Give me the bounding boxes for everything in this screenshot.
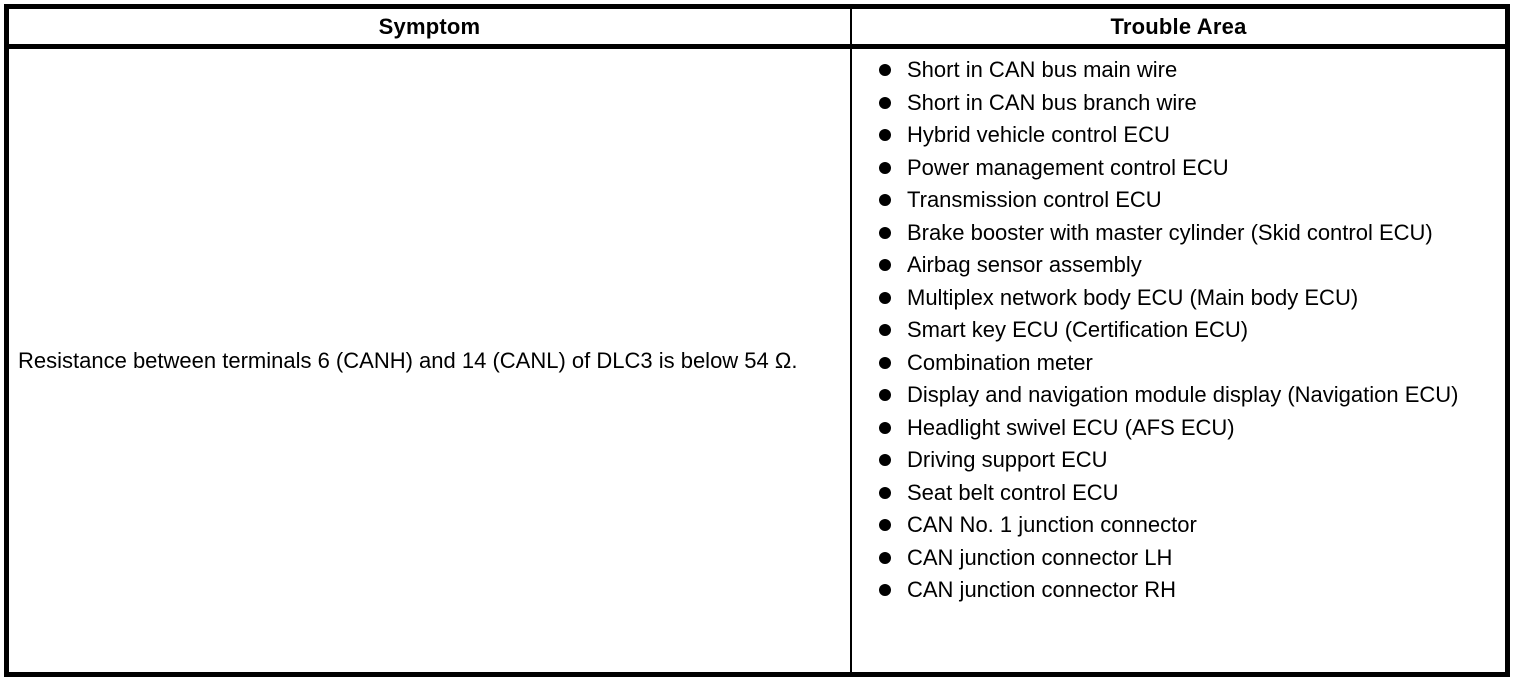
trouble-area-label: Hybrid vehicle control ECU (907, 122, 1170, 147)
symptom-text: Resistance between terminals 6 (CANH) an… (18, 348, 798, 373)
trouble-area-item: Seat belt control ECU (879, 477, 1505, 510)
symptom-trouble-table: Symptom Trouble Area Resistance between … (4, 4, 1510, 677)
bullet-icon (879, 389, 891, 401)
trouble-area-label: Short in CAN bus main wire (907, 57, 1178, 82)
trouble-area-label: Smart key ECU (Certification ECU) (907, 317, 1249, 342)
trouble-area-item: Short in CAN bus main wire (879, 54, 1505, 87)
table-header-row: Symptom Trouble Area (9, 9, 1505, 49)
table-row: Resistance between terminals 6 (CANH) an… (9, 49, 1505, 672)
trouble-area-label: CAN No. 1 junction connector (907, 512, 1197, 537)
trouble-area-item: Display and navigation module display (N… (879, 379, 1505, 412)
bullet-icon (879, 356, 891, 369)
trouble-area-item: Short in CAN bus branch wire (879, 87, 1505, 120)
bullet-icon (879, 129, 891, 141)
bullet-icon (879, 324, 891, 336)
trouble-area-item: CAN junction connector RH (879, 574, 1505, 607)
trouble-area-item: CAN junction connector LH (879, 542, 1505, 575)
symptom-cell: Resistance between terminals 6 (CANH) an… (9, 49, 852, 672)
trouble-area-item: Driving support ECU (879, 444, 1505, 477)
bullet-icon (879, 519, 891, 531)
trouble-area-label: CAN junction connector LH (907, 544, 1173, 570)
trouble-area-label: Short in CAN bus branch wire (907, 89, 1197, 115)
trouble-area-item: Combination meter (879, 347, 1505, 380)
trouble-area-item: Headlight swivel ECU (AFS ECU) (879, 412, 1505, 445)
bullet-icon (879, 259, 891, 271)
trouble-area-label: Airbag sensor assembly (907, 252, 1142, 277)
trouble-area-label: Seat belt control ECU (907, 479, 1119, 505)
trouble-area-label: Power management control ECU (907, 154, 1229, 180)
bullet-icon (879, 584, 891, 596)
trouble-area-column-header: Trouble Area (1110, 13, 1247, 39)
trouble-area-cell: Short in CAN bus main wire Short in CAN … (852, 49, 1505, 672)
bullet-icon (879, 291, 891, 304)
trouble-area-item: Transmission control ECU (879, 184, 1505, 217)
bullet-icon (879, 421, 891, 434)
bullet-icon (879, 194, 891, 206)
trouble-area-label: Transmission control ECU (907, 187, 1162, 212)
trouble-area-item: CAN No. 1 junction connector (879, 509, 1505, 542)
trouble-area-item: Multiplex network body ECU (Main body EC… (879, 282, 1505, 315)
trouble-area-item: Power management control ECU (879, 152, 1505, 185)
trouble-area-label: CAN junction connector RH (907, 577, 1177, 602)
trouble-area-label: Driving support ECU (907, 447, 1108, 472)
bullet-icon (879, 161, 891, 174)
bullet-icon (879, 96, 891, 109)
trouble-area-list: Short in CAN bus main wire Short in CAN … (879, 54, 1505, 607)
trouble-area-label: Brake booster with master cylinder (Skid… (907, 219, 1433, 245)
bullet-icon (879, 486, 891, 499)
bullet-icon (879, 454, 891, 466)
bullet-icon (879, 226, 891, 239)
bullet-icon (879, 64, 891, 76)
trouble-area-item: Brake booster with master cylinder (Skid… (879, 217, 1505, 250)
symptom-column-header: Symptom (9, 9, 852, 44)
trouble-area-label: Combination meter (907, 349, 1093, 375)
trouble-area-item: Smart key ECU (Certification ECU) (879, 314, 1505, 347)
trouble-area-label: Headlight swivel ECU (AFS ECU) (907, 414, 1235, 440)
trouble-area-item: Airbag sensor assembly (879, 249, 1505, 282)
bullet-icon (879, 551, 891, 564)
trouble-area-label: Display and navigation module display (N… (907, 382, 1459, 407)
trouble-area-item: Hybrid vehicle control ECU (879, 119, 1505, 152)
trouble-area-label: Multiplex network body ECU (Main body EC… (907, 284, 1359, 310)
